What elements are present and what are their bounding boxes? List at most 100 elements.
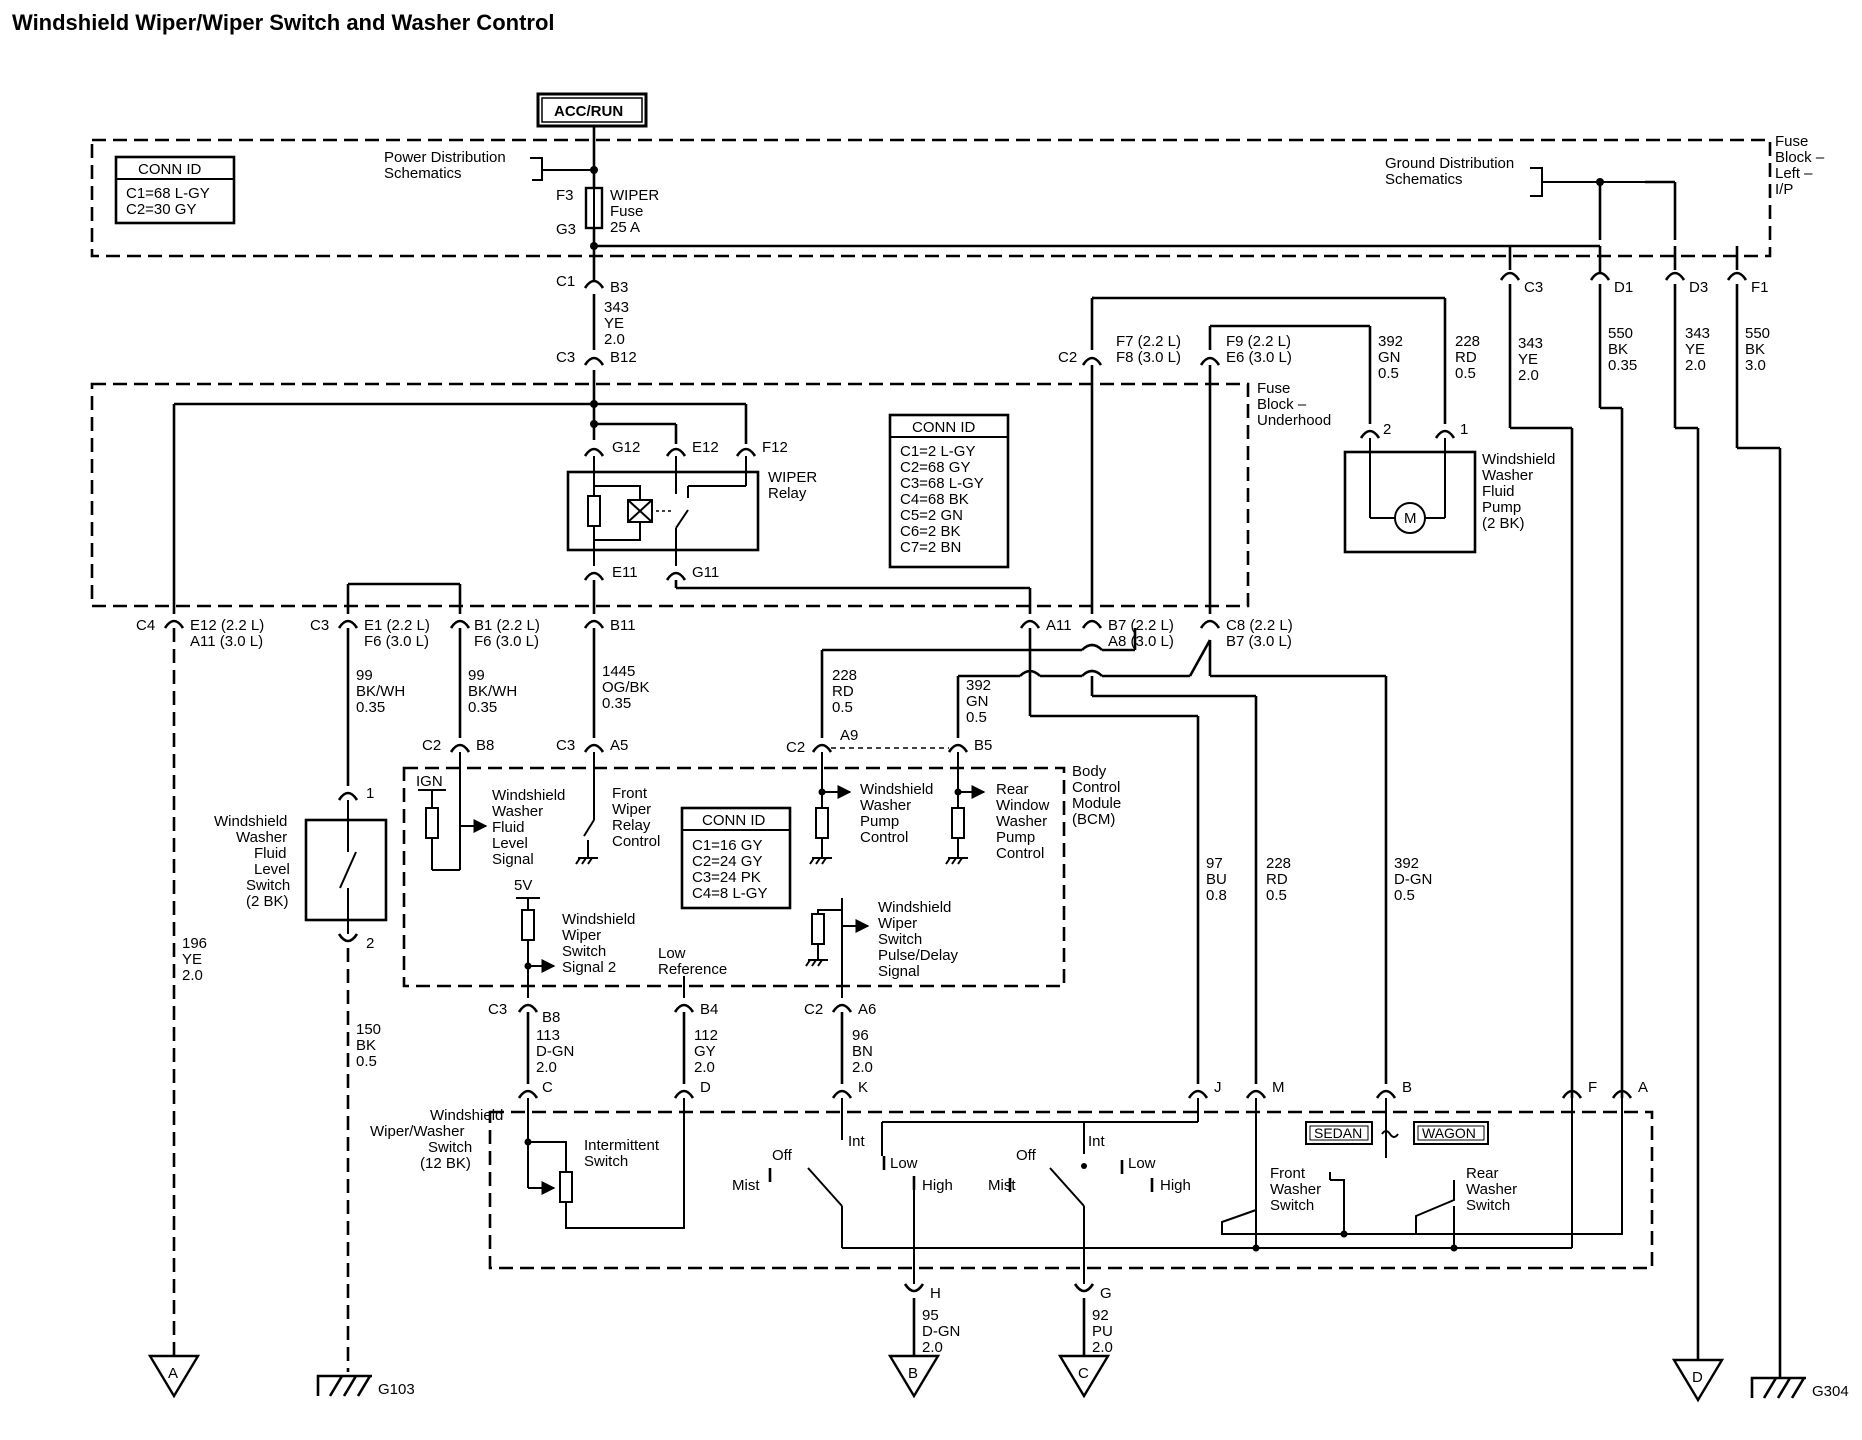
svg-text:E12 (2.2 L): E12 (2.2 L)	[190, 617, 264, 634]
svg-text:C5=2 GN: C5=2 GN	[900, 507, 963, 524]
svg-text:A11 (3.0 L): A11 (3.0 L)	[190, 633, 263, 650]
svg-text:0.35: 0.35	[602, 695, 631, 712]
svg-text:5V: 5V	[514, 877, 532, 894]
svg-text:1: 1	[1460, 421, 1468, 438]
off-page-a: A	[147, 1354, 201, 1399]
svg-text:YE: YE	[1518, 351, 1538, 368]
svg-text:392: 392	[1378, 333, 1403, 350]
ip-right-connectors: C3 D1 D3 F1	[1499, 271, 1769, 296]
svg-text:F8 (3.0 L): F8 (3.0 L)	[1116, 349, 1181, 366]
svg-text:C2=68 GY: C2=68 GY	[900, 459, 970, 476]
svg-text:G12: G12	[612, 439, 640, 456]
svg-text:C6=2 BK: C6=2 BK	[900, 523, 960, 540]
svg-text:WIPER: WIPER	[768, 469, 817, 486]
svg-text:RD: RD	[1455, 349, 1477, 366]
svg-text:Wiper: Wiper	[612, 801, 651, 818]
svg-text:Low: Low	[890, 1155, 918, 1172]
svg-text:Reference: Reference	[658, 961, 727, 978]
svg-text:IGN: IGN	[416, 773, 443, 790]
svg-text:228: 228	[1266, 855, 1291, 872]
svg-text:Switch: Switch	[878, 931, 922, 948]
svg-text:GN: GN	[1378, 349, 1401, 366]
svg-text:0.5: 0.5	[1378, 365, 1399, 382]
svg-text:2.0: 2.0	[1518, 367, 1539, 384]
svg-text:C3: C3	[556, 349, 575, 366]
svg-text:A5: A5	[610, 737, 628, 754]
svg-text:Level: Level	[492, 835, 528, 852]
svg-text:E11: E11	[612, 564, 638, 581]
svg-text:BK: BK	[1608, 341, 1628, 358]
svg-text:C4: C4	[136, 617, 155, 634]
svg-text:92: 92	[1092, 1307, 1109, 1324]
svg-text:Signal: Signal	[878, 963, 920, 980]
svg-text:2.0: 2.0	[852, 1059, 873, 1076]
svg-text:Washer: Washer	[236, 829, 287, 846]
svg-text:F6 (3.0 L): F6 (3.0 L)	[364, 633, 429, 650]
svg-text:Windshield: Windshield	[214, 813, 287, 830]
svg-text:YE: YE	[1685, 341, 1705, 358]
svg-text:F: F	[1588, 1079, 1597, 1096]
svg-text:C3: C3	[556, 737, 575, 754]
svg-text:Fluid: Fluid	[254, 845, 287, 862]
svg-text:2.0: 2.0	[922, 1339, 943, 1356]
svg-text:Windshield: Windshield	[430, 1107, 503, 1124]
svg-text:C2: C2	[804, 1001, 823, 1018]
svg-text:C: C	[1078, 1365, 1089, 1382]
svg-text:A8 (3.0 L): A8 (3.0 L)	[1108, 633, 1174, 650]
svg-text:Pump: Pump	[860, 813, 899, 830]
svg-text:343: 343	[1518, 335, 1543, 352]
svg-text:C3: C3	[310, 617, 329, 634]
svg-text:G103: G103	[378, 1381, 415, 1398]
svg-text:B5: B5	[974, 737, 992, 754]
svg-text:F1: F1	[1751, 279, 1769, 296]
svg-text:B: B	[908, 1365, 918, 1382]
svg-text:M: M	[1272, 1079, 1285, 1096]
svg-text:C1: C1	[556, 273, 575, 290]
svg-text:Int: Int	[1088, 1133, 1106, 1150]
svg-text:B12: B12	[610, 349, 637, 366]
svg-text:228: 228	[1455, 333, 1480, 350]
svg-text:(BCM): (BCM)	[1072, 811, 1115, 828]
svg-text:0.8: 0.8	[1206, 887, 1227, 904]
svg-text:1445: 1445	[602, 663, 635, 680]
svg-text:Switch: Switch	[428, 1139, 472, 1156]
svg-text:YE: YE	[182, 951, 202, 968]
svg-text:BK: BK	[1745, 341, 1765, 358]
svg-text:Off: Off	[1016, 1147, 1037, 1164]
svg-text:Relay: Relay	[612, 817, 651, 834]
svg-text:(2 BK): (2 BK)	[1482, 515, 1525, 532]
svg-text:2: 2	[366, 935, 374, 952]
svg-text:GN: GN	[966, 693, 989, 710]
svg-text:Fuse: Fuse	[610, 203, 643, 220]
svg-text:2.0: 2.0	[604, 331, 625, 348]
svg-text:Windshield: Windshield	[860, 781, 933, 798]
svg-text:D1: D1	[1614, 279, 1633, 296]
svg-text:343: 343	[1685, 325, 1710, 342]
wire-label-343: 343	[604, 299, 629, 316]
svg-text:96: 96	[852, 1027, 869, 1044]
svg-text:Switch: Switch	[584, 1153, 628, 1170]
wiper-relay: G12 E12 F12 WIPER Relay E11 G11	[566, 439, 817, 581]
svg-text:Washer: Washer	[1270, 1181, 1321, 1198]
svg-text:228: 228	[832, 667, 857, 684]
bcm-top-connectors: C2 B8 C3 A5 C2 A9 B5	[422, 727, 992, 756]
svg-text:550: 550	[1745, 325, 1770, 342]
svg-text:Front: Front	[612, 785, 648, 802]
svg-text:Pump: Pump	[1482, 499, 1521, 516]
svg-text:G304: G304	[1812, 1383, 1849, 1400]
conn-id-box-ip: CONN ID C1=68 L-GY C2=30 GY	[114, 155, 236, 225]
svg-text:0.5: 0.5	[1455, 365, 1476, 382]
svg-text:E1 (2.2 L): E1 (2.2 L)	[364, 617, 430, 634]
svg-text:I/P: I/P	[1775, 181, 1793, 198]
svg-text:A6: A6	[858, 1001, 876, 1018]
svg-text:C3=24 PK: C3=24 PK	[692, 869, 761, 886]
svg-text:Control: Control	[1072, 779, 1120, 796]
svg-text:C4=8 L-GY: C4=8 L-GY	[692, 885, 767, 902]
bcm-module: Body Control Module (BCM) CONN ID C1=16 …	[402, 752, 1121, 998]
svg-text:High: High	[1160, 1177, 1191, 1194]
svg-text:Mist: Mist	[988, 1177, 1016, 1194]
svg-text:F3: F3	[556, 187, 574, 204]
svg-text:CONN ID: CONN ID	[138, 161, 202, 178]
svg-text:95: 95	[922, 1307, 939, 1324]
svg-text:BK/WH: BK/WH	[356, 683, 405, 700]
